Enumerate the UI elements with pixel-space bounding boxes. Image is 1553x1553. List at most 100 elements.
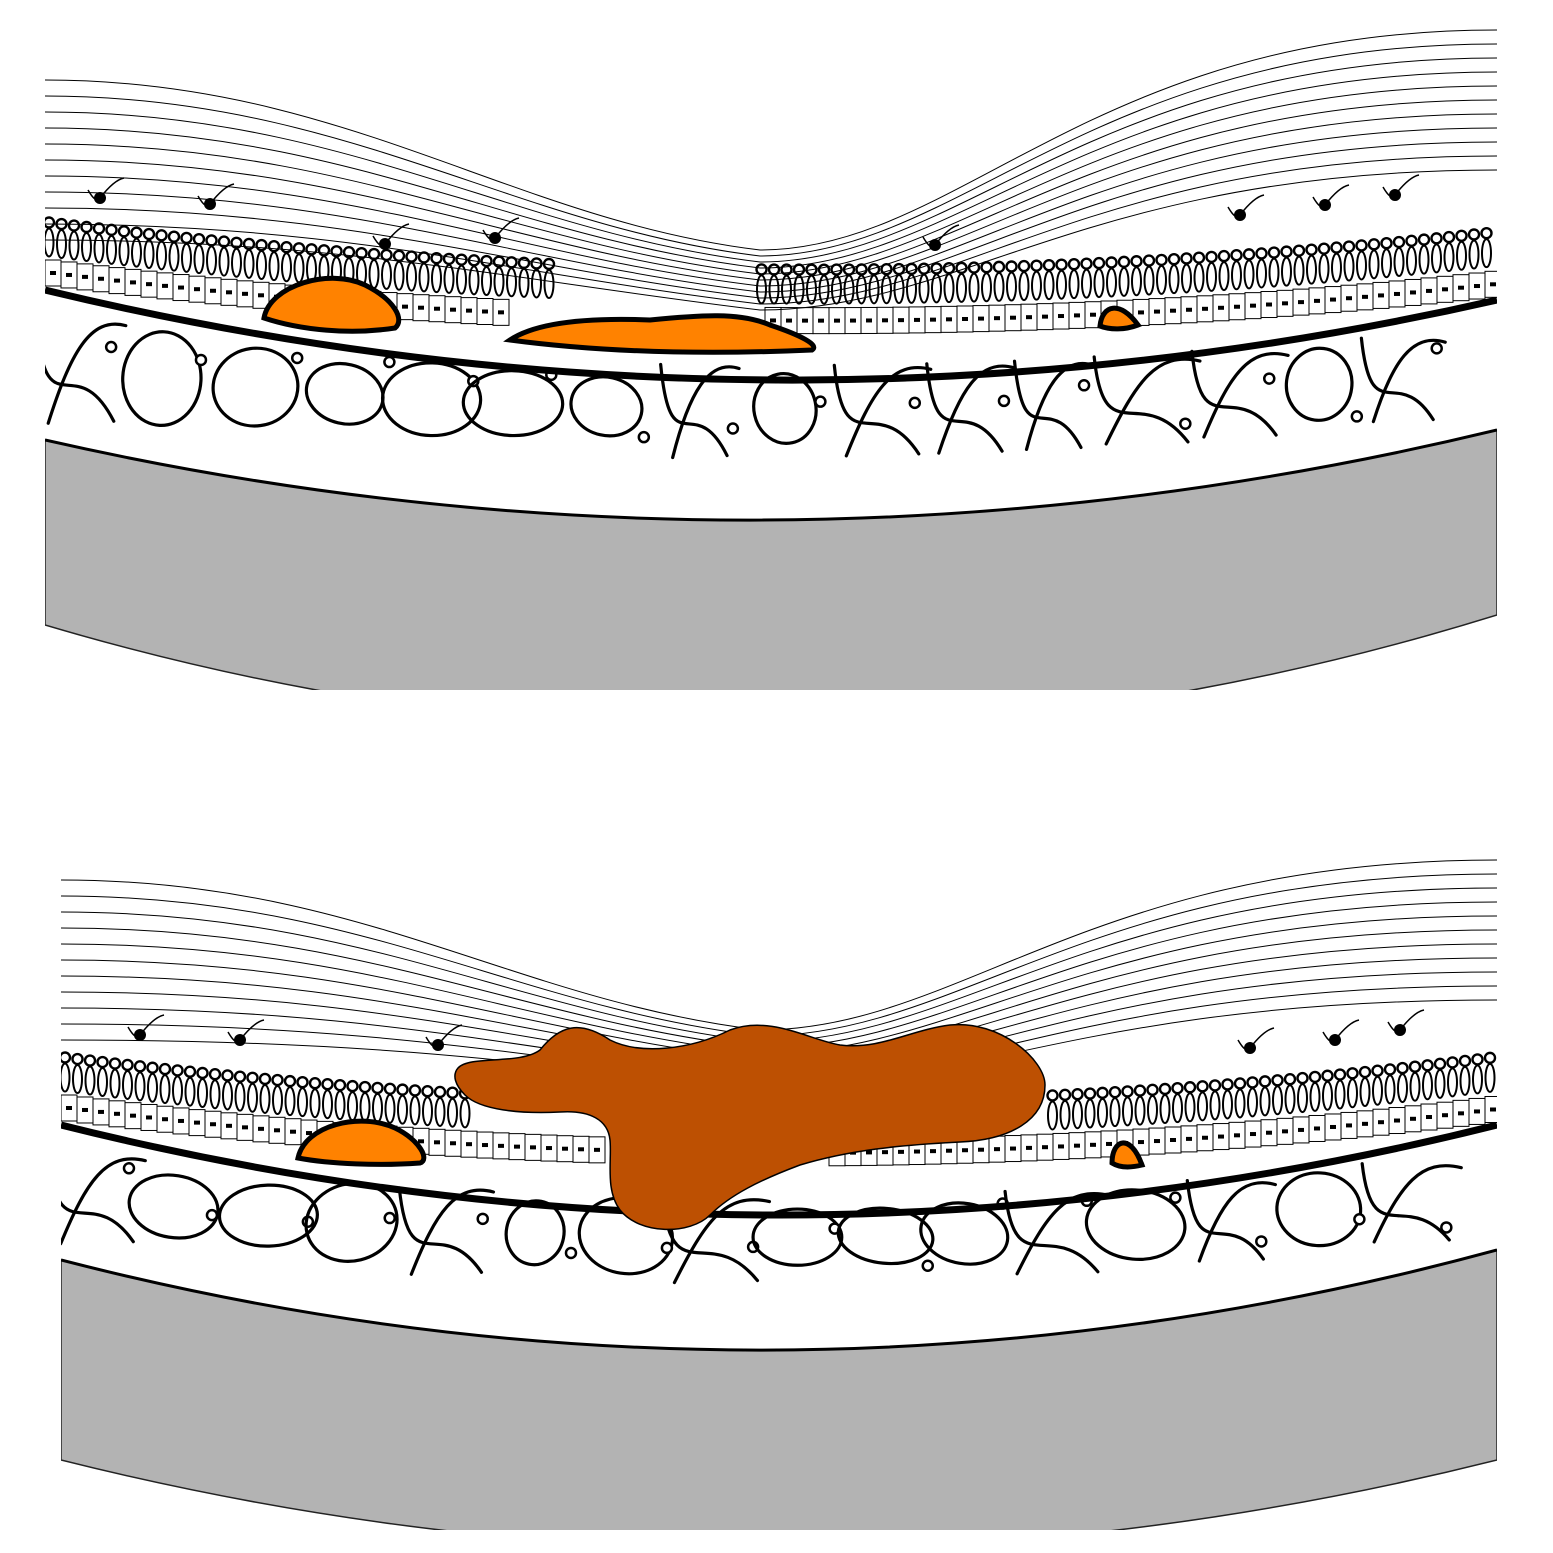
photoreceptor-segment bbox=[1084, 1098, 1096, 1129]
photoreceptor-nucleus bbox=[1458, 1054, 1472, 1068]
photoreceptor-nucleus bbox=[1130, 255, 1143, 268]
rpe-nucleus bbox=[770, 318, 776, 323]
photoreceptor-segment bbox=[1306, 254, 1317, 285]
drusen-deposit bbox=[1109, 1140, 1146, 1170]
ganglion-cell bbox=[432, 1039, 444, 1051]
photoreceptor-nucleus bbox=[317, 244, 331, 257]
photoreceptor-nucleus bbox=[1408, 1060, 1422, 1073]
photoreceptor-nucleus bbox=[1330, 241, 1343, 254]
photoreceptor-segment bbox=[447, 1097, 458, 1128]
photoreceptor-segment bbox=[247, 1082, 258, 1113]
choroid-cell bbox=[383, 355, 396, 369]
photoreceptor-segment bbox=[1418, 244, 1430, 275]
rpe-nucleus bbox=[1378, 1120, 1384, 1125]
rpe-nucleus bbox=[1490, 282, 1496, 287]
photoreceptor-segment bbox=[1218, 261, 1230, 292]
nerve-fiber bbox=[45, 99, 1497, 281]
rpe-nucleus bbox=[562, 1146, 568, 1151]
photoreceptor-segment bbox=[184, 1076, 196, 1107]
photoreceptor-nucleus bbox=[1167, 252, 1181, 266]
photoreceptor-layer bbox=[45, 216, 1493, 305]
rpe-nucleus bbox=[882, 318, 888, 323]
photoreceptor-segment bbox=[531, 268, 542, 299]
photoreceptor-nucleus bbox=[121, 1058, 134, 1072]
photoreceptor-segment bbox=[347, 1091, 358, 1122]
photoreceptor-nucleus bbox=[1308, 1070, 1322, 1084]
rpe-nucleus bbox=[210, 288, 216, 293]
photoreceptor-nucleus bbox=[1067, 257, 1081, 271]
photoreceptor-nucleus bbox=[1133, 1084, 1147, 1097]
photoreceptor-segment bbox=[1318, 253, 1330, 284]
photoreceptor-nucleus bbox=[1208, 1079, 1222, 1092]
photoreceptor-segment bbox=[281, 252, 292, 283]
photoreceptor-segment bbox=[272, 1085, 283, 1116]
photoreceptor-nucleus bbox=[1246, 1076, 1259, 1089]
rpe-nucleus bbox=[514, 1144, 520, 1149]
photoreceptor-nucleus bbox=[258, 1072, 272, 1086]
photoreceptor-segment bbox=[431, 263, 442, 294]
rpe-nucleus bbox=[882, 1150, 888, 1155]
ganglion-cell bbox=[134, 1029, 146, 1041]
rpe-nucleus bbox=[1074, 1143, 1080, 1148]
rpe-nucleus bbox=[530, 1145, 536, 1150]
choroid-cell bbox=[908, 396, 922, 410]
photoreceptor-segment bbox=[1447, 1067, 1458, 1098]
nerve-fiber bbox=[45, 169, 1497, 311]
panel-bottom bbox=[61, 859, 1497, 1530]
photoreceptor-nucleus bbox=[167, 230, 181, 243]
photoreceptor-nucleus bbox=[1221, 1078, 1234, 1091]
choroid-vessel bbox=[1092, 355, 1202, 446]
photoreceptor-segment bbox=[943, 273, 955, 304]
rpe-nucleus bbox=[978, 316, 984, 321]
photoreceptor-segment bbox=[218, 246, 230, 277]
photoreceptor-segment bbox=[1031, 270, 1042, 301]
photoreceptor-segment bbox=[1168, 264, 1180, 295]
photoreceptor-segment bbox=[1256, 258, 1267, 289]
rpe-nucleus bbox=[274, 1128, 280, 1133]
rpe-nucleus bbox=[978, 1147, 984, 1152]
photoreceptor-segment bbox=[1422, 1070, 1433, 1101]
rpe-nucleus bbox=[418, 1139, 424, 1144]
photoreceptor-nucleus bbox=[1430, 232, 1443, 245]
photoreceptor-nucleus bbox=[1158, 1082, 1172, 1096]
photoreceptor-segment bbox=[1468, 239, 1480, 270]
photoreceptor-segment bbox=[1081, 268, 1092, 299]
photoreceptor-nucleus bbox=[1155, 253, 1168, 267]
choroid-vessel bbox=[1360, 1162, 1463, 1244]
photoreceptor-segment bbox=[1109, 1097, 1121, 1128]
photoreceptor-segment bbox=[156, 240, 167, 271]
rpe-nucleus bbox=[594, 1147, 600, 1152]
photoreceptor-nucleus bbox=[155, 229, 168, 242]
rpe-nucleus bbox=[930, 317, 936, 322]
photoreceptor-segment bbox=[1356, 250, 1367, 281]
photoreceptor-segment bbox=[284, 1086, 296, 1117]
choroid-outer-boundary bbox=[45, 428, 1497, 522]
photoreceptor-segment bbox=[68, 230, 80, 261]
rpe-nucleus bbox=[1474, 284, 1480, 289]
choroid-vessel bbox=[1185, 1179, 1277, 1263]
rpe-nucleus bbox=[402, 304, 408, 309]
rpe-nucleus bbox=[226, 1123, 232, 1128]
choroid-vessel bbox=[1359, 336, 1447, 424]
photoreceptor-segment bbox=[1281, 256, 1292, 287]
photoreceptor-nucleus bbox=[405, 250, 418, 263]
photoreceptor-nucleus bbox=[1455, 229, 1468, 243]
photoreceptor-segment bbox=[981, 272, 992, 303]
large-lesion bbox=[454, 1023, 1046, 1231]
photoreceptor-segment bbox=[322, 1089, 333, 1120]
choroid-vessel bbox=[217, 1183, 319, 1248]
rpe-nucleus bbox=[1362, 294, 1368, 299]
photoreceptor-nucleus bbox=[45, 216, 56, 229]
rpe-nucleus bbox=[162, 283, 168, 288]
photoreceptor-nucleus bbox=[296, 1075, 309, 1089]
drusen-deposit bbox=[295, 1118, 427, 1167]
photoreceptor-nucleus bbox=[1142, 254, 1156, 267]
rpe-nucleus bbox=[1042, 314, 1048, 319]
choroid-cell bbox=[1440, 1221, 1453, 1234]
photoreceptor-nucleus bbox=[217, 235, 231, 248]
rpe-nucleus bbox=[1074, 313, 1080, 318]
rpe-nucleus bbox=[1474, 1109, 1480, 1114]
photoreceptor-segment bbox=[372, 1092, 383, 1123]
rpe-nucleus bbox=[1170, 308, 1176, 313]
